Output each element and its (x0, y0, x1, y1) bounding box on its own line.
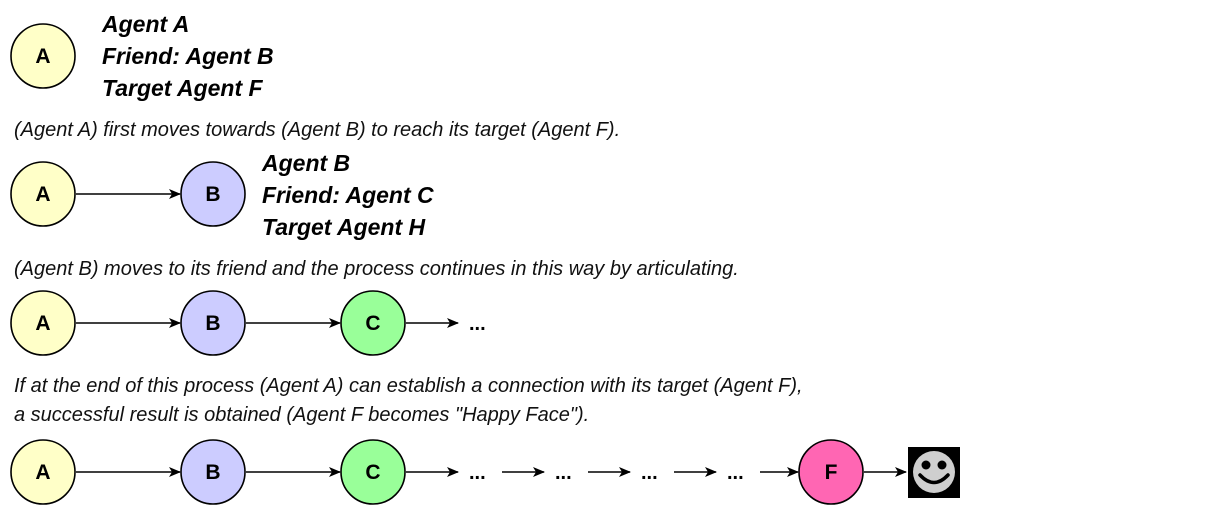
node-a (10, 439, 76, 505)
node-f-label: F (825, 461, 838, 484)
node-c-label: C (365, 461, 380, 484)
stage-1: A Agent A Friend: Agent B Target Agent F (10, 11, 274, 101)
node-a (10, 23, 76, 89)
node-a (10, 290, 76, 356)
node-c (340, 439, 406, 505)
node-a-label: A (35, 312, 50, 335)
stage-3: A B C ... (10, 290, 486, 356)
node-c (340, 290, 406, 356)
node-b (180, 161, 246, 227)
ellipsis-1: ... (469, 462, 486, 484)
happy-face-head (913, 451, 955, 493)
ellipsis-3: ... (641, 462, 658, 484)
caption-3-line-2: a successful result is obtained (Agent F… (14, 404, 589, 426)
agent-a-target: Target Agent F (102, 75, 264, 101)
caption-3-line-1: If at the end of this process (Agent A) … (14, 375, 803, 397)
node-b (180, 439, 246, 505)
node-f (798, 439, 864, 505)
happy-face-left-eye (921, 460, 931, 470)
node-b-label: B (205, 312, 220, 335)
node-a-label: A (35, 461, 50, 484)
ellipsis-4: ... (727, 462, 744, 484)
stage-4: A B C ... ... ... ... F (10, 439, 960, 505)
agent-b-friend: Friend: Agent C (262, 182, 434, 208)
happy-face-smile (918, 473, 950, 485)
agent-b-target: Target Agent H (262, 214, 426, 240)
node-b-label: B (205, 183, 220, 206)
happy-face-right-eye (937, 460, 947, 470)
agent-a-title: Agent A (101, 11, 189, 37)
agent-b-title: Agent B (261, 150, 350, 176)
node-b-label: B (205, 461, 220, 484)
caption-1: (Agent A) first moves towards (Agent B) … (14, 119, 620, 141)
happy-face-icon (908, 447, 960, 498)
ellipsis: ... (469, 313, 486, 335)
agent-a-friend: Friend: Agent B (102, 43, 274, 69)
node-b (180, 290, 246, 356)
node-a-label: A (35, 183, 50, 206)
node-a (10, 161, 76, 227)
node-a-label: A (35, 45, 50, 68)
ellipsis-2: ... (555, 462, 572, 484)
caption-2: (Agent B) moves to its friend and the pr… (14, 258, 739, 280)
node-c-label: C (365, 312, 380, 335)
stage-2: A B Agent B Friend: Agent C Target Agent… (10, 150, 434, 240)
